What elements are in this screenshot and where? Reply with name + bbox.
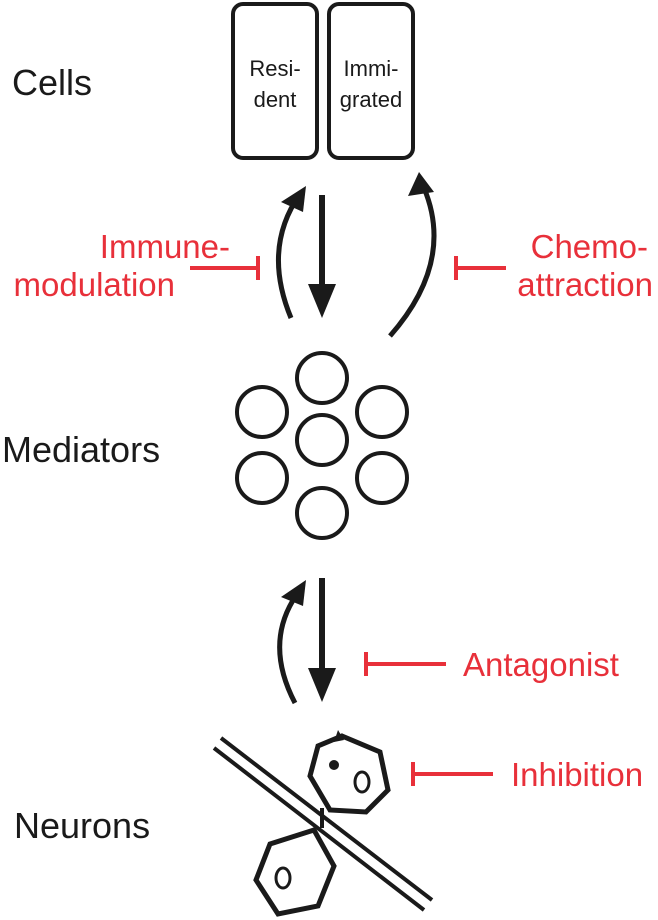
neuron-to-mediator-arrow [277, 588, 302, 705]
mediator-to-immigrated-arrowhead [408, 172, 434, 196]
mediator-circle [235, 385, 289, 439]
immigrated-cell-box: Immi- grated [327, 2, 415, 160]
nerve-fiber-upper [219, 736, 434, 902]
mediator-to-immigrated-arrow [388, 187, 437, 338]
resident-cell-box: Resi- dent [231, 2, 319, 160]
mediator-to-resident-arrowhead [281, 186, 306, 212]
neurons-label: Neurons [14, 805, 150, 846]
mediator-circle [355, 451, 409, 505]
immigrated-line-1: Immi- [344, 56, 399, 81]
antagonist-label: Antagonist [463, 646, 619, 683]
resident-line-1: Resi- [249, 56, 300, 81]
chemoattraction-line-1: Chemo- [531, 228, 648, 265]
mediator-circle [355, 385, 409, 439]
mediator-to-resident-arrow [275, 192, 303, 319]
immunomodulation-line-1: Immune- [100, 228, 230, 265]
mediators-label: Mediators [2, 429, 160, 470]
nerve-fiber-lower [212, 746, 426, 912]
resident-line-2: dent [254, 87, 297, 112]
mediator-circle [235, 451, 289, 505]
mediator-circle [295, 351, 349, 405]
neuron-to-mediator-arrowhead [281, 580, 306, 606]
neuron-spike [334, 730, 344, 742]
lower-neuron [253, 826, 337, 917]
mediators-to-neurons-arrowhead [308, 668, 336, 702]
mediator-cluster [235, 351, 409, 540]
immunomodulation-line-2: modulation [14, 266, 175, 303]
neuron-dot [329, 760, 339, 770]
cells-to-mediators-arrowhead [308, 284, 336, 318]
mediator-circle [295, 486, 349, 540]
immigrated-line-2: grated [340, 87, 402, 112]
cells-label: Cells [12, 62, 92, 103]
neuron-nucleus [353, 770, 371, 794]
neuron-nucleus [274, 866, 292, 890]
chemoattraction-line-2: attraction [517, 266, 653, 303]
upper-neuron [307, 730, 391, 828]
mediator-circle [295, 413, 349, 467]
inhibition-label: Inhibition [511, 756, 643, 793]
